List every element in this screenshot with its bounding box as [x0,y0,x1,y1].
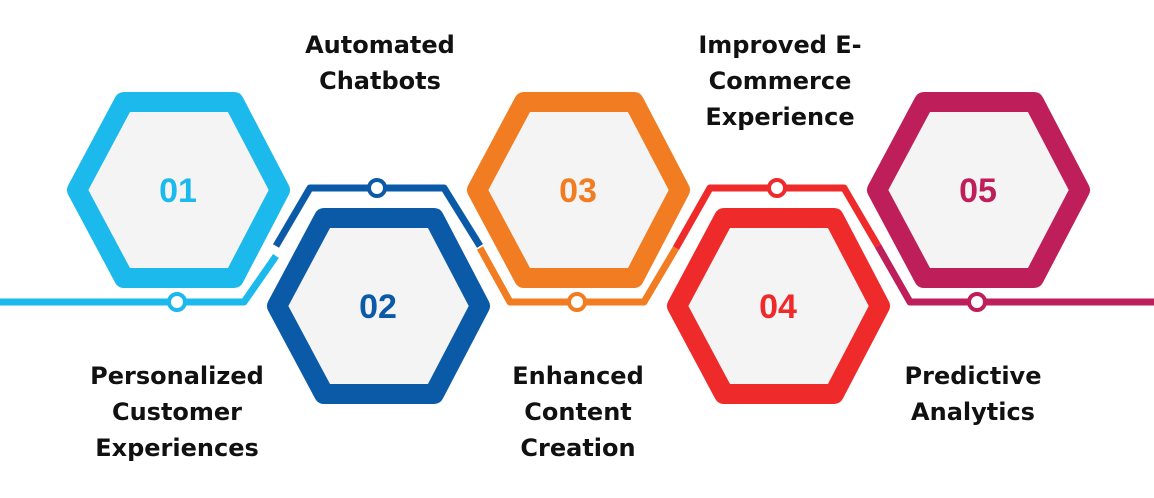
connector-dot-3 [567,292,587,312]
hexagon-03 [467,92,690,288]
hexagon-05 [867,92,1090,288]
step-label-01: Personalized Customer Experiences [90,362,264,462]
step-label-02: Automated Chatbots [305,31,455,95]
hexagon-04 [667,208,890,404]
connector-dot-4 [767,178,787,198]
connector-line-1 [0,254,279,306]
connector-line-5 [874,244,1154,306]
step-number-03: 03 [559,172,597,210]
step-label-04: Improved E- Commerce Experience [698,31,862,131]
hexagon-01 [67,92,290,288]
step-number-01: 01 [159,172,197,210]
hexagon-02 [267,208,490,404]
step-number-04: 04 [759,288,797,326]
step-label-03: Enhanced Content Creation [512,362,644,462]
step-number-02: 02 [359,288,397,326]
connector-dot-2 [367,178,387,198]
connector-dot-1 [167,292,187,312]
step-label-05: Predictive Analytics [904,362,1042,426]
step-number-05: 05 [959,172,997,210]
connector-dot-5 [967,292,987,312]
